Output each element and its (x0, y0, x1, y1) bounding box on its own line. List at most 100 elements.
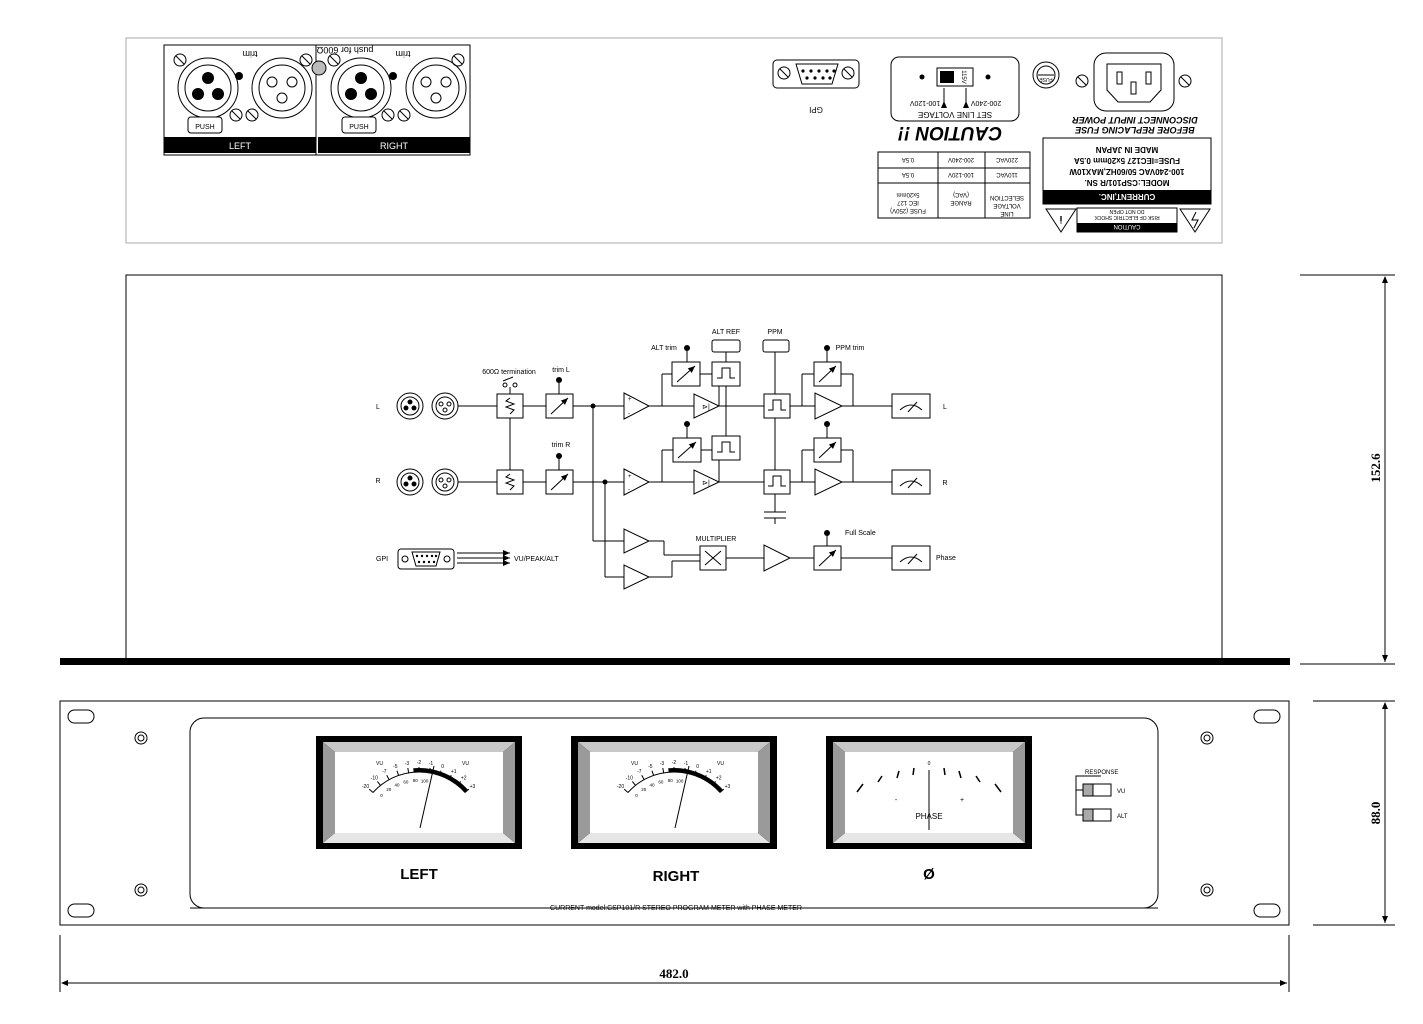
svg-text:+: + (628, 397, 632, 403)
alt-trim-label: ALT trim (651, 345, 677, 352)
vu-percent-label: 60 (403, 780, 409, 785)
vu-tick (448, 775, 452, 780)
vu-meter-right (571, 736, 777, 849)
vu-tick (407, 767, 410, 773)
vu-percent-label: 60 (658, 780, 664, 785)
vu-meter-left (316, 736, 522, 849)
svg-text:FUSE=IEC127 5x20mm 0.5A: FUSE=IEC127 5x20mm 0.5A (1074, 156, 1180, 165)
svg-text:CURRENT,INC.: CURRENT,INC. (1099, 192, 1155, 201)
vu-percent-label: 40 (395, 783, 401, 788)
rear-right-label: RIGHT (380, 141, 409, 151)
out-phase-label: Phase (936, 555, 956, 562)
panel-baseline (60, 658, 1290, 665)
svg-text:⊳|: ⊳| (702, 480, 710, 487)
svg-text:i: i (1059, 213, 1062, 224)
svg-text:SELECTION: SELECTION (990, 194, 1024, 200)
rear-panel: LEFT RIGHT PUSH trim (125, 37, 1223, 244)
vu-scale-label: -3 (660, 761, 665, 767)
vu-scale-label: -3 (405, 761, 410, 767)
rectifier-l (693, 393, 721, 419)
phase-meter-label: PHASE (915, 812, 942, 821)
vu-tick (712, 781, 717, 786)
vu-scale-label: -2 (672, 760, 677, 766)
phase-amp-r (623, 564, 651, 590)
vu-tick (693, 770, 697, 776)
vu-scale-label: +1 (706, 769, 712, 775)
trim-left-pot-icon (235, 72, 243, 80)
vu-scale-label: +3 (470, 784, 476, 790)
svg-text:115V: 115V (960, 70, 966, 84)
svg-text:DO NOT OPEN: DO NOT OPEN (1109, 208, 1144, 214)
vu-tick (386, 775, 390, 780)
svg-text:MADE IN JAPAN: MADE IN JAPAN (1096, 145, 1159, 154)
push-600-label: push for 600Ω (316, 45, 373, 55)
svg-text:BEFORE REPLACING FUSE: BEFORE REPLACING FUSE (1074, 125, 1195, 135)
meter-r-icon (891, 469, 931, 495)
amp-r (623, 468, 651, 496)
rear-left-label: LEFT (229, 141, 252, 151)
caution-big-label: CAUTION !! (898, 122, 1002, 143)
diagram-xlr-in-l-icon (396, 392, 424, 420)
ppm-label: PPM (767, 329, 782, 336)
vu-tick (683, 767, 686, 773)
vu-scale-label: +2 (716, 776, 722, 782)
voltage-100-label: 100-120V (909, 99, 940, 106)
vu-percent-label: 80 (668, 778, 674, 783)
vu-arc (627, 771, 721, 793)
vu-scale-label: +1 (451, 769, 457, 775)
vu-scale-label: 0 (696, 764, 699, 770)
phase-driver (763, 544, 792, 572)
lightning-triangle-icon (1179, 208, 1211, 233)
svg-text:-: - (628, 487, 630, 493)
set-line-voltage-label: SET LINE VOLTAGE (918, 110, 992, 119)
vu-percent-label: 40 (650, 783, 656, 788)
width-dimension: 482.0 (659, 966, 688, 981)
xlr-output-right-icon (397, 53, 467, 122)
svg-text:5x20mm: 5x20mm (896, 191, 919, 197)
vu-label-left-b: VU (462, 761, 469, 767)
ppm-trim-label: PPM trim (836, 345, 865, 352)
vu-label-right-b: VU (717, 761, 724, 767)
alt-ref-r-block (711, 435, 741, 461)
meter-phase-icon (891, 545, 931, 571)
vu-scale-label: -5 (393, 764, 398, 770)
trim-right-pot-icon (389, 72, 397, 80)
vu-tick (376, 781, 381, 786)
svg-text:0.5A: 0.5A (902, 171, 914, 177)
voltage-switch[interactable] (936, 67, 974, 87)
vu-percent-label: 0 (635, 793, 638, 798)
out-r-label: R (942, 480, 947, 487)
push-600-button[interactable] (311, 60, 327, 76)
amp-l (623, 392, 651, 420)
vu-percent-label: 100 (421, 778, 429, 783)
vu-tick (641, 775, 645, 780)
depth-dimension: 152.6 (1368, 453, 1383, 483)
out-l-label: L (943, 404, 947, 411)
vu-tick (428, 767, 431, 773)
right-label-bar (318, 137, 470, 153)
vu-label-left-a: VU (376, 761, 383, 767)
ppm-r-block (763, 469, 791, 495)
vu-scale-label: -10 (371, 776, 378, 782)
svg-text:RISK OF ELECTRIC SHOCK: RISK OF ELECTRIC SHOCK (1094, 214, 1160, 220)
vu-tick (396, 770, 400, 776)
diagram-ch-r: R (375, 478, 380, 485)
svg-text:RANGE: RANGE (950, 199, 971, 205)
needle-left (419, 765, 435, 829)
svg-text:IEC 127: IEC 127 (897, 199, 919, 205)
vu-tick (368, 788, 374, 793)
rack-slot-tr (1253, 709, 1281, 724)
vu-label-right-a: VU (631, 761, 638, 767)
vu-percent-label: 80 (413, 778, 419, 783)
vu-scale-label: -1 (429, 761, 434, 767)
svg-text:LINE: LINE (1000, 210, 1013, 216)
full-scale-label: Full Scale (845, 530, 876, 537)
xlr-output-left-icon (245, 53, 313, 122)
trim-r-label: trim R (552, 442, 571, 449)
svg-text:PUSH: PUSH (195, 124, 214, 131)
vu-tick (662, 767, 665, 773)
rear-trim-left-label: trim (243, 49, 258, 59)
iec-power-inlet-icon (1075, 52, 1192, 112)
svg-text:100-120V: 100-120V (948, 171, 974, 177)
